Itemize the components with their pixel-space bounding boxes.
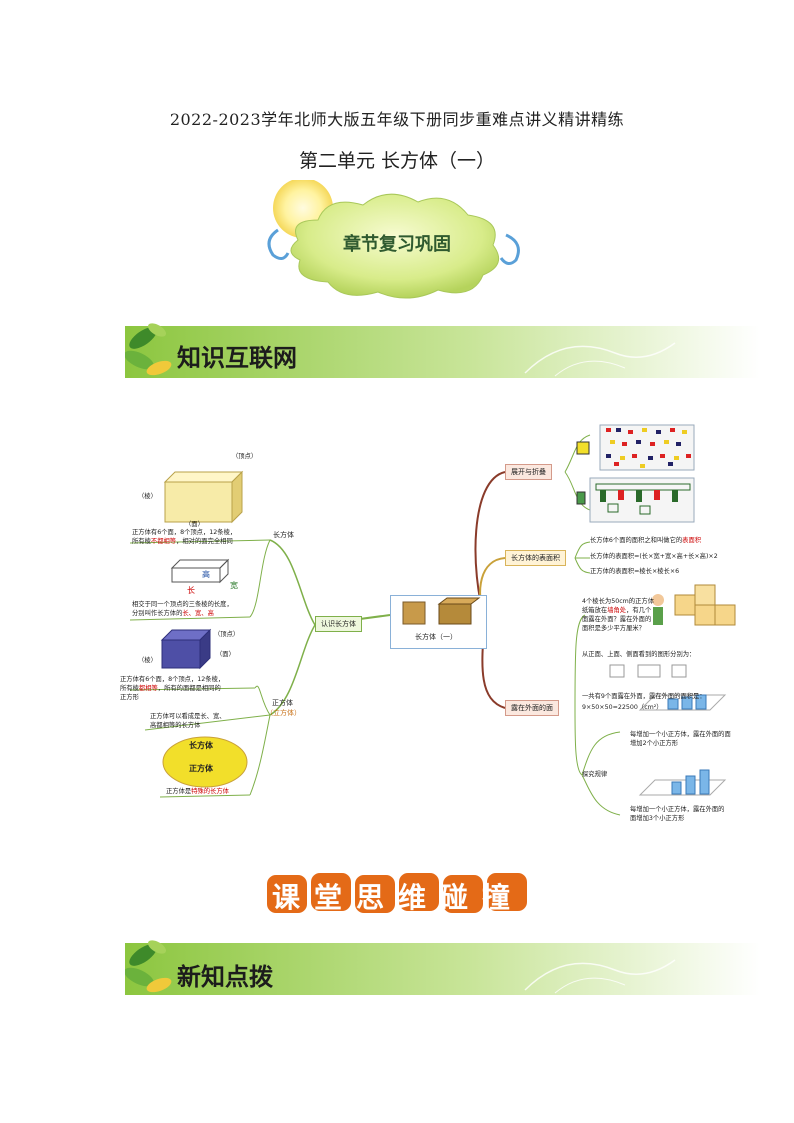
- node-exposed-faces: 露在外面的面: [505, 700, 559, 716]
- section-title: 知识互联网: [177, 344, 297, 372]
- net-pattern-a: [606, 428, 691, 468]
- special-a: 正方体是: [166, 788, 192, 795]
- cube-desc-line2: 所有棱都相等，所有的面都是相同的: [120, 684, 221, 693]
- ellipse-outer-label: 长方体: [189, 741, 213, 750]
- unit-title: 第二单元 长方体（一）: [298, 150, 496, 172]
- cuboid-desc-2c: ，相对的面完全相同: [176, 538, 233, 545]
- face-q-2c: ，有几个: [626, 607, 652, 614]
- box-photo-icon: [402, 597, 481, 625]
- knowledge-mindmap: 长方体（一） 认识长方体 长方体 正方体 （立方体） （顶点） （棱） （面） …: [120, 410, 760, 835]
- leaf-banner-icon: [124, 940, 760, 995]
- cube-desc-2a: 所有棱: [120, 685, 139, 692]
- face-q-2a: 纸箱放在: [582, 607, 608, 614]
- face-question-line1: 4个棱长为50cm的正方体: [582, 598, 654, 605]
- dim-long: 长: [187, 586, 195, 595]
- rule1-line1: 每增加一个小正方体，露在外面的面: [630, 731, 731, 738]
- area-line-1b: 表面积: [682, 537, 702, 544]
- node-recognize-cuboid: 认识长方体: [315, 616, 362, 632]
- label-edge: （棱）: [138, 493, 157, 500]
- cuboid-desc-line1: 正方体有6个面，8个顶点，12条棱，: [132, 529, 237, 536]
- cuboid-desc-line2: 所有棱不都相等，相对的面完全相同: [132, 537, 233, 546]
- label-cuboid-branch: 长方体: [273, 531, 294, 539]
- dim-high: 高: [202, 570, 210, 579]
- dim-desc-line1: 相交于同一个顶点的三条棱的长度，: [132, 601, 233, 608]
- rule2-line1: 每增加一个小正方体，露在外面的: [630, 806, 725, 813]
- chapter-review-text: 章节复习巩固: [343, 234, 451, 255]
- area-line1: 长方体6个面的面积之和叫做它的表面积: [590, 536, 701, 545]
- cube-desc-line1: 正方体有6个面，8个顶点，12条棱，: [120, 676, 225, 683]
- dim-desc-2b: 长、宽、高: [182, 610, 214, 617]
- cube-desc-2c: ，所有的面都是相同的: [157, 685, 221, 692]
- leaf-banner-icon: [124, 323, 760, 378]
- rule2-line2: 面增加3个小正方形: [630, 815, 685, 822]
- label-cube-branch-2: （立方体）: [266, 709, 301, 717]
- rule1-line2: 增加2个小正方形: [630, 740, 679, 747]
- face-q-2b: 墙角处: [607, 607, 627, 614]
- face-question-line3: 面露在外面？露在外面的: [582, 616, 652, 623]
- section-banner-new-knowledge: 新知点拨: [124, 935, 760, 1001]
- label-vertex: （顶点）: [232, 453, 258, 460]
- special-b: 特殊的长方体: [191, 788, 229, 795]
- label-face: （面）: [185, 521, 204, 528]
- section-banner-knowledge-network: 知识互联网: [124, 318, 760, 384]
- face-question-line2: 纸箱放在墙角处，有几个: [582, 606, 651, 615]
- cube-label-edge: （棱）: [138, 657, 157, 664]
- ellipse-inner-label: 正方体: [189, 764, 213, 773]
- area-line2: 长方体的表面积=(长×宽+宽×高+长×高)×2: [590, 553, 718, 560]
- face-calc-line1: 一共有9个面露在外面，露在外面的面积是：: [582, 693, 706, 700]
- node-unfold-fold: 展开与折叠: [505, 464, 552, 480]
- cube-note-line2: 高都相等的长方体: [150, 722, 201, 729]
- cube-note-line1: 正方体可以看成是长、宽、: [150, 713, 226, 720]
- dim-wide: 宽: [230, 581, 238, 590]
- document-title: 2022-2023学年北师大版五年级下册同步重难点讲义精讲精练: [169, 110, 625, 129]
- center-node-label: 长方体（一）: [415, 633, 457, 641]
- net-pattern-b: [595, 483, 691, 515]
- face-calc-line2: 9×50×50=22500（cm²）: [582, 704, 663, 711]
- section-title: 新知点拨: [177, 963, 273, 991]
- cube-label-vertex: （顶点）: [214, 631, 240, 638]
- mindmap-lines: [129, 424, 736, 816]
- bubble-letter-bg: [265, 871, 529, 915]
- section-title-bubble: 课堂思维碰撞: [272, 881, 525, 914]
- cuboid-desc-2a: 所有棱: [132, 538, 151, 545]
- face-view-text: 从正面、上面、侧面看到的图形分别为：: [582, 651, 696, 658]
- face-question-line4: 面积是多少平方厘米？: [582, 625, 645, 632]
- label-cube-branch-1: 正方体: [272, 699, 293, 707]
- cube-desc-2b: 都相等: [138, 685, 158, 692]
- classroom-thinking-title: 课堂思维碰撞: [262, 868, 532, 918]
- special-cuboid-note: 正方体是特殊的长方体: [166, 787, 229, 796]
- center-node: 长方体（一）: [390, 595, 487, 649]
- chapter-review-badge: 章节复习巩固: [258, 178, 528, 305]
- dim-desc-2a: 分别叫作长方体的: [132, 610, 183, 617]
- cube-label-face: （面）: [216, 651, 235, 658]
- area-line-1a: 长方体6个面的面积之和叫做它的: [590, 537, 683, 544]
- area-line3: 正方体的表面积=棱长×棱长×6: [590, 568, 680, 575]
- dim-desc-line2: 分别叫作长方体的长、宽、高: [132, 609, 214, 618]
- sun-cloud-icon: [267, 178, 520, 299]
- cube-desc-line3: 正方形: [120, 694, 139, 701]
- cuboid-desc-2b: 不都相等: [150, 538, 177, 545]
- explore-label: 探究规律: [582, 771, 608, 778]
- node-surface-area: 长方体的表面积: [505, 550, 566, 566]
